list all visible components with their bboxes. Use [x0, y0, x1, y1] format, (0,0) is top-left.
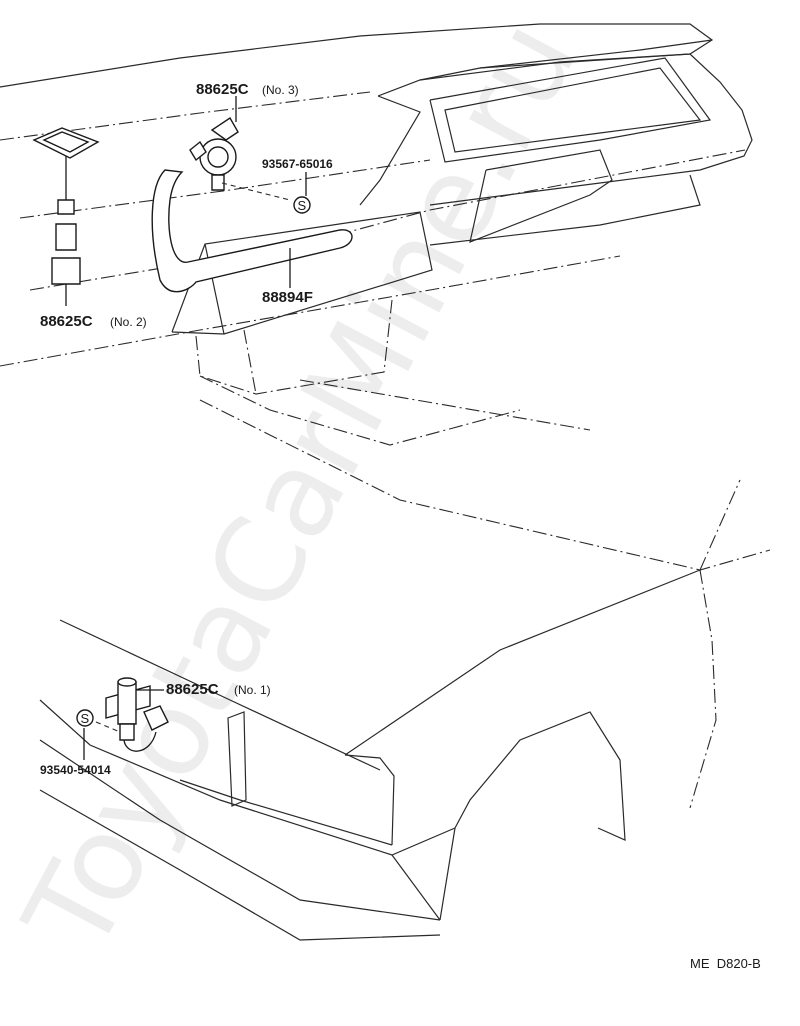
label-screw-bottom: 93540-54014 — [40, 763, 111, 777]
horn-no1-drawing — [105, 677, 169, 752]
screw-symbol-bottom: S — [76, 709, 94, 727]
grommet-bracket — [32, 127, 100, 306]
label-hose: 88894F — [262, 289, 313, 306]
label-horn-no1-suffix: (No. 1) — [234, 683, 271, 697]
label-horn-no3-number: 88625C — [196, 81, 249, 98]
part-label-horn-no1: 88625C (No. 1) — [166, 681, 271, 698]
part-label-horn-no2: 88625C (No. 2) — [40, 313, 147, 330]
hose-drawing — [151, 169, 353, 293]
screw-symbol-top: S — [293, 196, 311, 214]
label-horn-no2-suffix: (No. 2) — [110, 315, 147, 329]
label-horn-no1-number: 88625C — [166, 681, 219, 698]
label-horn-no3-suffix: (No. 3) — [262, 83, 299, 97]
horn-no3-drawing — [189, 96, 239, 191]
label-horn-no2-number: 88625C — [40, 313, 93, 330]
label-screw-top: 93567-65016 — [262, 157, 333, 171]
part-label-horn-no3: 88625C (No. 3) — [196, 81, 299, 98]
screw-mark-top: S — [298, 198, 307, 213]
diagram-code: ME D820-B — [690, 956, 761, 971]
front-body-outline — [39, 569, 701, 941]
screw-mark-bottom: S — [81, 711, 90, 726]
